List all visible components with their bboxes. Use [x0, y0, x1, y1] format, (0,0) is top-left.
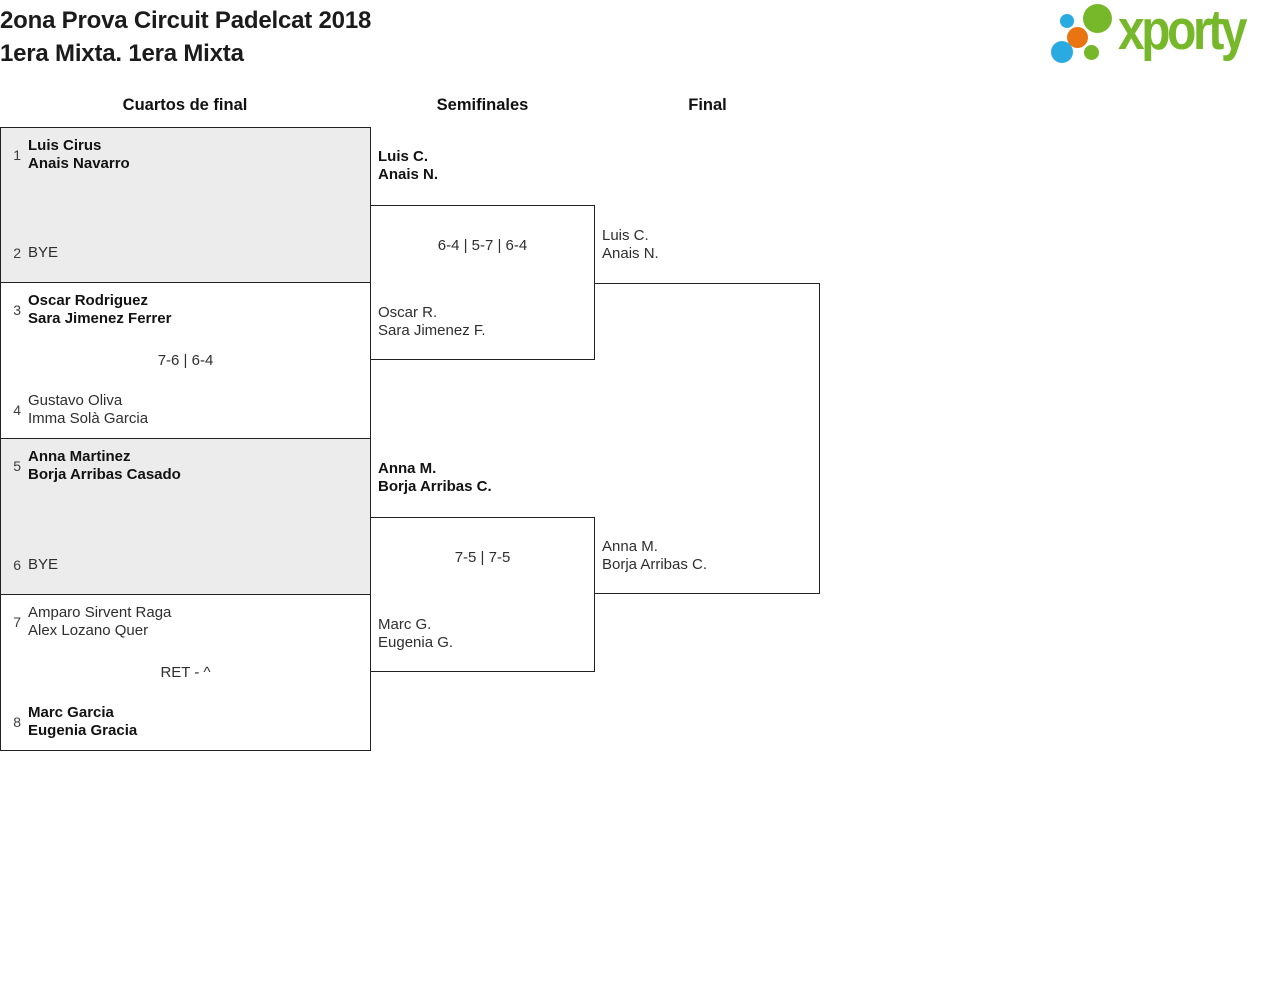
round-header-final: Final	[688, 96, 727, 114]
team-names: Anna Martinez Borja Arribas Casado	[28, 448, 181, 484]
team-names: Marc Garcia Eugenia Gracia	[28, 704, 137, 740]
match-score: 7-6 | 6-4	[157, 351, 214, 369]
match-score: RET - ^	[160, 663, 211, 681]
seed-number: 6	[13, 557, 21, 573]
logo-dot-icon	[1084, 45, 1099, 60]
team-label-final-top: Luis C. Anais N.	[602, 227, 659, 263]
player-name: Sara Jimenez F.	[378, 322, 486, 339]
team-slot: 5 Anna Martinez Borja Arribas Casado	[6, 448, 362, 484]
logo-dot-icon	[1067, 27, 1088, 48]
player-name: Luis Cirus	[28, 137, 102, 154]
player-name: Imma Solà Garcia	[28, 410, 149, 427]
match-box-sf1: 6-4 | 5-7 | 6-4	[370, 205, 595, 360]
team-names: BYE	[28, 556, 58, 574]
match-box-qf1: 1 Luis Cirus Anais Navarro 2 BYE	[0, 127, 371, 283]
logo-wordmark: xporty	[1118, 0, 1248, 62]
match-score: 6-4 | 5-7 | 6-4	[437, 237, 528, 254]
round-header-quarterfinals: Cuartos de final	[122, 96, 248, 114]
team-names: BYE	[28, 244, 58, 262]
seed-number: 1	[13, 147, 21, 163]
player-name: Oscar Rodriguez	[28, 292, 149, 309]
team-slot: 6 BYE	[6, 556, 362, 574]
seed-number: 7	[13, 614, 21, 630]
logo-dot-icon	[1051, 41, 1073, 63]
player-name: Borja Arribas C.	[378, 478, 492, 495]
bye-label: BYE	[28, 556, 59, 573]
team-label-sf1-bottom: Oscar R. Sara Jimenez F.	[378, 304, 486, 340]
player-name: Oscar R.	[378, 304, 438, 321]
seed-number: 3	[13, 302, 21, 318]
player-name: Gustavo Oliva	[28, 392, 123, 409]
team-label-sf2-bottom: Marc G. Eugenia G.	[378, 616, 453, 652]
team-slot: 4 Gustavo Oliva Imma Solà Garcia	[6, 392, 362, 428]
match-box-qf3: 5 Anna Martinez Borja Arribas Casado 6 B…	[0, 439, 371, 595]
player-name: Marc Garcia	[28, 704, 114, 721]
page-title: 2ona Prova Circuit Padelcat 2018 1era Mi…	[0, 4, 371, 70]
team-slot: 2 BYE	[6, 244, 362, 262]
player-name: Anna M.	[378, 460, 437, 477]
player-name: Luis C.	[602, 227, 649, 244]
player-name: Borja Arribas Casado	[28, 466, 181, 483]
player-name: Amparo Sirvent Raga	[28, 604, 172, 621]
team-names: Luis Cirus Anais Navarro	[28, 137, 130, 173]
team-label-final-bottom: Anna M. Borja Arribas C.	[602, 538, 707, 574]
player-name: Alex Lozano Quer	[28, 622, 149, 639]
team-slot: 7 Amparo Sirvent Raga Alex Lozano Quer	[6, 604, 362, 640]
player-name: Anna Martinez	[28, 448, 131, 465]
player-name: Sara Jimenez Ferrer	[28, 310, 172, 327]
player-name: Eugenia G.	[378, 634, 454, 651]
player-name: Anna M.	[602, 538, 658, 555]
team-slot: 8 Marc Garcia Eugenia Gracia	[6, 704, 362, 740]
round-header-semifinals: Semifinales	[436, 96, 529, 114]
match-box-qf2: 3 Oscar Rodriguez Sara Jimenez Ferrer 7-…	[0, 283, 371, 439]
tournament-title: 2ona Prova Circuit Padelcat 2018	[0, 7, 372, 34]
match-box-sf2: 7-5 | 7-5	[370, 517, 595, 672]
match-score: 7-5 | 7-5	[454, 549, 511, 566]
team-slot: 3 Oscar Rodriguez Sara Jimenez Ferrer	[6, 292, 362, 328]
team-names: Gustavo Oliva Imma Solà Garcia	[28, 392, 148, 428]
xporty-logo[interactable]: xporty	[1048, 0, 1276, 76]
player-name: Borja Arribas C.	[602, 556, 708, 573]
player-name: Anais N.	[378, 166, 439, 183]
category-subtitle: 1era Mixta. 1era Mixta	[0, 40, 244, 67]
team-names: Oscar Rodriguez Sara Jimenez Ferrer	[28, 292, 171, 328]
team-slot: 1 Luis Cirus Anais Navarro	[6, 137, 362, 173]
seed-number: 5	[13, 458, 21, 474]
seed-number: 2	[13, 245, 21, 261]
team-label-sf1-top: Luis C. Anais N.	[378, 148, 438, 184]
logo-dot-icon	[1083, 4, 1112, 33]
match-box-qf4: 7 Amparo Sirvent Raga Alex Lozano Quer R…	[0, 595, 371, 751]
player-name: Anais N.	[602, 245, 659, 262]
player-name: Eugenia Gracia	[28, 722, 138, 739]
seed-number: 4	[13, 402, 21, 418]
match-box-final	[595, 283, 820, 594]
player-name: Luis C.	[378, 148, 429, 165]
logo-dot-icon	[1060, 14, 1074, 28]
player-name: Marc G.	[378, 616, 432, 633]
team-label-sf2-top: Anna M. Borja Arribas C.	[378, 460, 492, 496]
seed-number: 8	[13, 714, 21, 730]
bye-label: BYE	[28, 244, 59, 261]
player-name: Anais Navarro	[28, 155, 130, 172]
team-names: Amparo Sirvent Raga Alex Lozano Quer	[28, 604, 171, 640]
